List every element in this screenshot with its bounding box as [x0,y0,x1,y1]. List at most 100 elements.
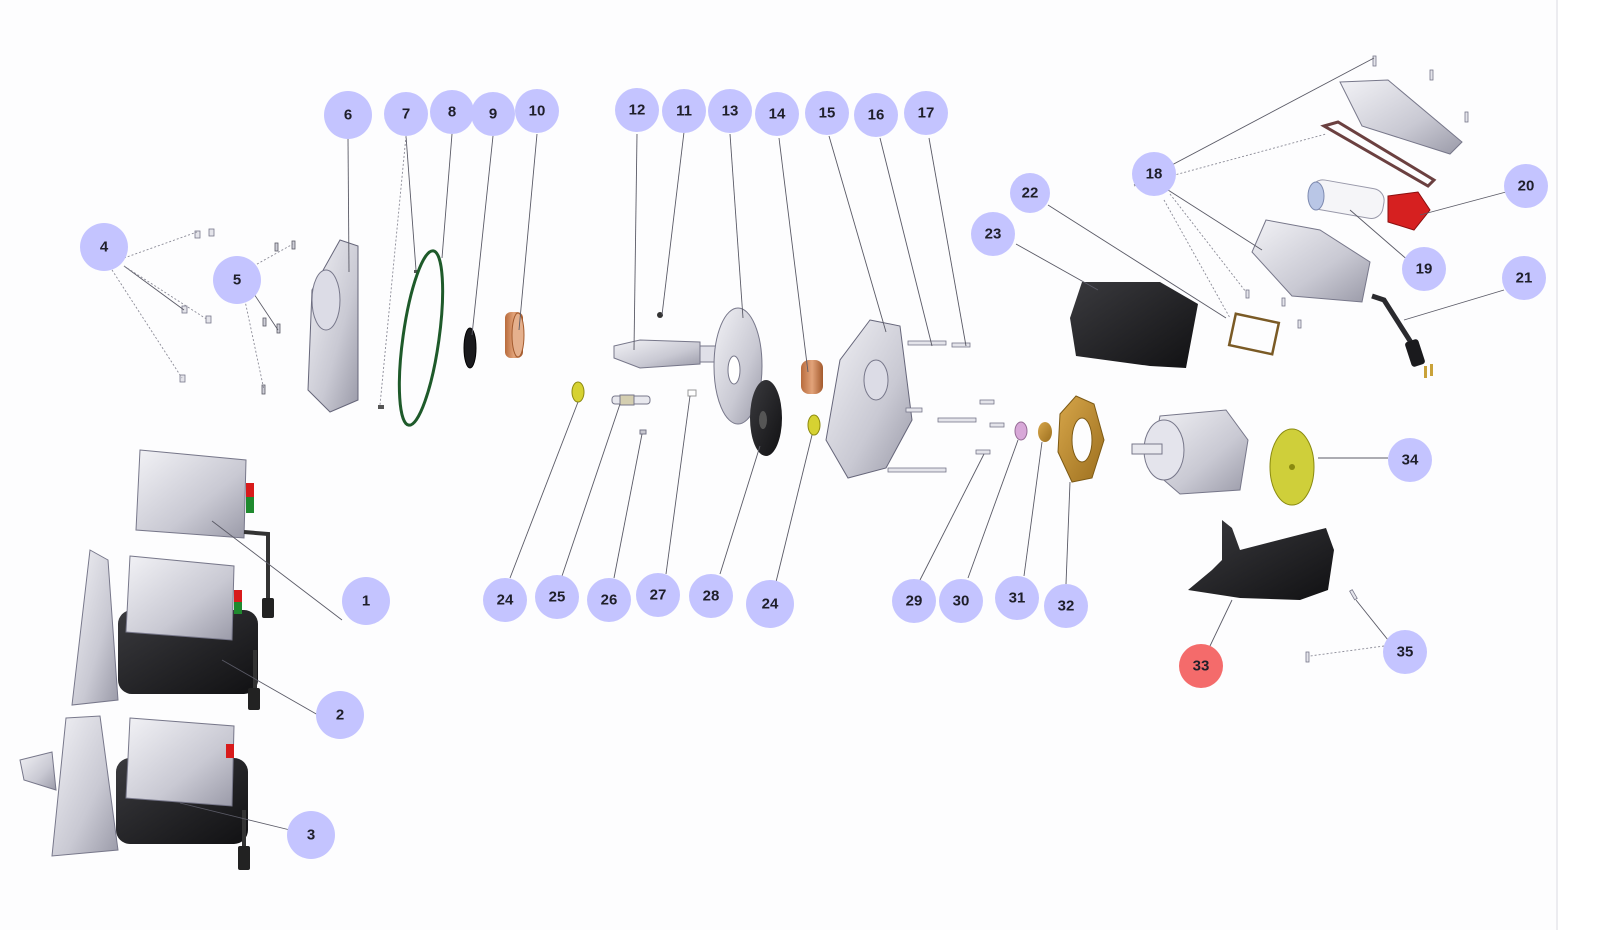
callout-32[interactable]: 32 [1044,584,1088,628]
callout-35[interactable]: 35 [1383,630,1427,674]
part-gear-wheel [713,307,763,425]
exploded-diagram: 1234567891011121314151617181920212223242… [19,55,1548,870]
callout-circle[interactable] [287,811,335,859]
callout-3[interactable]: 3 [287,811,335,859]
callout-28[interactable]: 28 [689,574,733,618]
callout-20[interactable]: 20 [1504,164,1548,208]
callout-circle[interactable] [971,212,1015,256]
part-cooling-fan [1269,428,1315,506]
callout-34[interactable]: 34 [1388,438,1432,482]
callout-circle[interactable] [636,573,680,617]
part-bearing-left [571,381,585,403]
callout-10[interactable]: 10 [515,89,559,133]
callout-circle[interactable] [1383,630,1427,674]
callout-circle[interactable] [324,91,372,139]
callout-circle[interactable] [1504,164,1548,208]
callout-circle[interactable] [746,580,794,628]
callout-circle[interactable] [939,579,983,623]
callout-circle[interactable] [615,88,659,132]
callout-21[interactable]: 21 [1502,256,1546,300]
part-studs [261,240,296,395]
part-key [639,429,647,435]
callout-15[interactable]: 15 [805,91,849,135]
part-shroud-screw-a [1349,589,1358,601]
callout-circle[interactable] [483,578,527,622]
callout-circle[interactable] [471,92,515,136]
part-bearing-right [807,414,821,436]
part-small-screws [1245,55,1469,329]
callout-11[interactable]: 11 [662,89,706,133]
callout-circle[interactable] [342,577,390,625]
callout-circle[interactable] [316,691,364,739]
callout-circle[interactable] [995,576,1039,620]
callout-13[interactable]: 13 [708,89,752,133]
callout-circle[interactable] [689,574,733,618]
callout-8[interactable]: 8 [430,90,474,134]
callout-circle[interactable] [587,578,631,622]
part-bearing-bushing [1038,422,1052,442]
callout-1[interactable]: 1 [342,577,390,625]
callout-circle[interactable] [805,91,849,135]
part-motor-flange [1057,395,1105,483]
callout-circle[interactable] [1132,152,1176,196]
part-power-cord [1371,293,1433,378]
part-set-screw [657,312,663,318]
callout-29[interactable]: 29 [892,579,936,623]
callout-circle[interactable] [904,91,948,135]
callout-17[interactable]: 17 [904,91,948,135]
callout-31[interactable]: 31 [995,576,1039,620]
callout-circle[interactable] [535,575,579,619]
callout-33[interactable]: 33 [1179,644,1223,688]
part-gasket-ring [397,249,445,427]
callout-22[interactable]: 22 [1010,173,1050,213]
part-bolts [887,340,1005,473]
part-electric-motor [1131,409,1249,495]
part-oil-seal [463,327,477,369]
callout-circle[interactable] [1402,247,1446,291]
callout-24b[interactable]: 24 [746,580,794,628]
callout-circle[interactable] [1502,256,1546,300]
part-switch-box-cover [1251,79,1463,303]
part-washer [1014,421,1028,441]
callout-circle[interactable] [708,89,752,133]
callout-12[interactable]: 12 [615,88,659,132]
callout-circle[interactable] [854,93,898,137]
callout-4[interactable]: 4 [80,223,128,271]
callout-16[interactable]: 16 [854,93,898,137]
part-bronze-bushing [505,312,525,358]
part-gearbox-housing [825,319,913,479]
callout-circle[interactable] [1388,438,1432,482]
callout-circle[interactable] [430,90,474,134]
part-base-gasket [1227,312,1281,356]
part-worm-shaft [611,394,651,406]
panel-divider [1556,0,1558,930]
callout-circle[interactable] [515,89,559,133]
part-shroud-screw-b [1305,651,1310,663]
callout-circle[interactable] [213,256,261,304]
callout-23[interactable]: 23 [971,212,1015,256]
callout-circle[interactable] [384,92,428,136]
callout-circle[interactable] [755,92,799,136]
callout-9[interactable]: 9 [471,92,515,136]
part-complete-machine-assembly [19,715,250,870]
callout-30[interactable]: 30 [939,579,983,623]
callout-2[interactable]: 2 [316,691,364,739]
callout-circle[interactable] [1044,584,1088,628]
callout-circle[interactable] [662,89,706,133]
part-pin-lower [378,405,384,409]
callout-25[interactable]: 25 [535,575,579,619]
callout-circle[interactable] [1010,173,1050,213]
callout-circle[interactable] [892,579,936,623]
callout-19[interactable]: 19 [1402,247,1446,291]
right-gutter [1558,0,1600,930]
callout-5[interactable]: 5 [213,256,261,304]
callout-24a[interactable]: 24 [483,578,527,622]
callout-27[interactable]: 27 [636,573,680,617]
callout-7[interactable]: 7 [384,92,428,136]
callout-14[interactable]: 14 [755,92,799,136]
callout-26[interactable]: 26 [587,578,631,622]
callout-18[interactable]: 18 [1132,152,1176,196]
callout-circle-selected[interactable] [1179,644,1223,688]
callout-6[interactable]: 6 [324,91,372,139]
callout-circle[interactable] [80,223,128,271]
